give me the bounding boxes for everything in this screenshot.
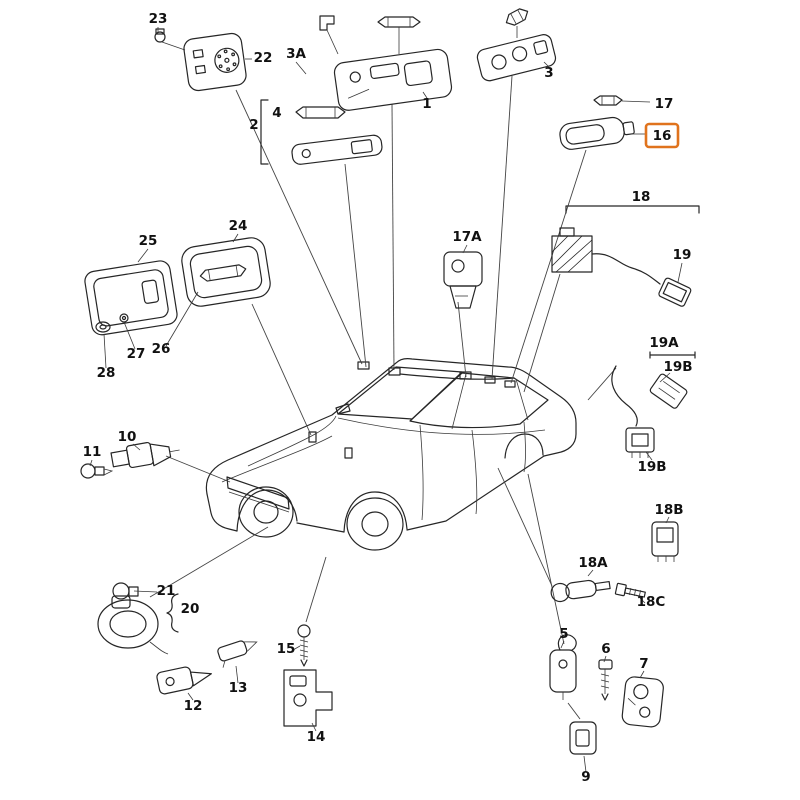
part-11-drawing (80, 463, 114, 479)
part-17a-drawing (443, 251, 483, 309)
part-label-3[interactable]: 3 (544, 65, 553, 81)
part-label-19a[interactable]: 19A (649, 335, 679, 351)
part-label-23[interactable]: 23 (149, 11, 168, 27)
part-label-17a[interactable]: 17A (452, 229, 482, 245)
part-label-2[interactable]: 2 (249, 117, 258, 133)
part-label-5[interactable]: 5 (559, 626, 568, 642)
part-2-4-group-drawing (260, 99, 383, 165)
part-label-27[interactable]: 27 (127, 346, 146, 362)
part-22-drawing (183, 32, 247, 92)
part-label-9[interactable]: 9 (581, 769, 590, 785)
part-label-22[interactable]: 22 (254, 50, 273, 66)
part-3-drawing (476, 34, 557, 82)
bulb-above-3-drawing (505, 8, 529, 26)
part-17-drawing (593, 95, 623, 106)
part-14-drawing (283, 669, 333, 727)
part-label-21[interactable]: 21 (157, 583, 176, 599)
part-15-drawing (297, 624, 311, 667)
part-7-drawing (621, 676, 664, 728)
festoon-bulb-drawing (377, 16, 421, 54)
part-label-26[interactable]: 26 (152, 341, 171, 357)
part-label-19[interactable]: 19 (673, 247, 692, 263)
car-illustration (205, 358, 577, 551)
part-5-drawing (549, 634, 577, 700)
part-1-drawing (333, 48, 453, 111)
part-label-10[interactable]: 10 (118, 429, 137, 445)
part-label-1[interactable]: 1 (422, 96, 431, 112)
part-6-drawing (598, 659, 613, 701)
part-label-15[interactable]: 15 (277, 641, 296, 657)
part-label-18a[interactable]: 18A (578, 555, 608, 571)
part-label-13[interactable]: 13 (229, 680, 248, 696)
part-label-19b-upper[interactable]: 19B (663, 359, 692, 375)
part-18a-drawing (550, 579, 611, 603)
leader-lines (149, 75, 617, 720)
part-24-drawing (181, 237, 271, 307)
clip-drawing (319, 15, 339, 55)
part-16-drawing (559, 116, 635, 150)
part-18b-drawing (651, 521, 679, 562)
part-label-18c[interactable]: 18C (637, 594, 666, 610)
part-label-17[interactable]: 17 (655, 96, 674, 112)
label-pointers (89, 61, 683, 773)
part-12-drawing (156, 666, 212, 695)
part-19a-19b-drawing (611, 351, 696, 458)
part-10-drawing (110, 441, 180, 469)
part-25-drawing (84, 260, 178, 336)
part-label-4[interactable]: 4 (272, 105, 281, 121)
part-label-16[interactable]: 16 (653, 128, 672, 144)
part-label-12[interactable]: 12 (184, 698, 203, 714)
part-label-25[interactable]: 25 (139, 233, 158, 249)
selected-part-highlight-box (644, 122, 680, 149)
part-13-drawing (217, 640, 258, 668)
part-label-19b-lower[interactable]: 19B (637, 459, 666, 475)
part-9-drawing (569, 721, 597, 755)
mount-markers (308, 361, 516, 459)
part-label-18[interactable]: 18 (632, 189, 651, 205)
part-label-18b[interactable]: 18B (654, 502, 683, 518)
part-18-group-drawing (551, 205, 700, 307)
part-23-drawing (154, 27, 186, 51)
part-18c-drawing (614, 582, 646, 598)
part-label-24[interactable]: 24 (229, 218, 248, 234)
part-label-20[interactable]: 20 (181, 601, 200, 617)
part-label-6[interactable]: 6 (601, 641, 610, 657)
part-label-11[interactable]: 11 (83, 444, 102, 460)
part-label-14[interactable]: 14 (307, 729, 326, 745)
part-label-7[interactable]: 7 (639, 656, 648, 672)
part-label-28[interactable]: 28 (97, 365, 116, 381)
part-label-3a[interactable]: 3A (286, 46, 306, 62)
